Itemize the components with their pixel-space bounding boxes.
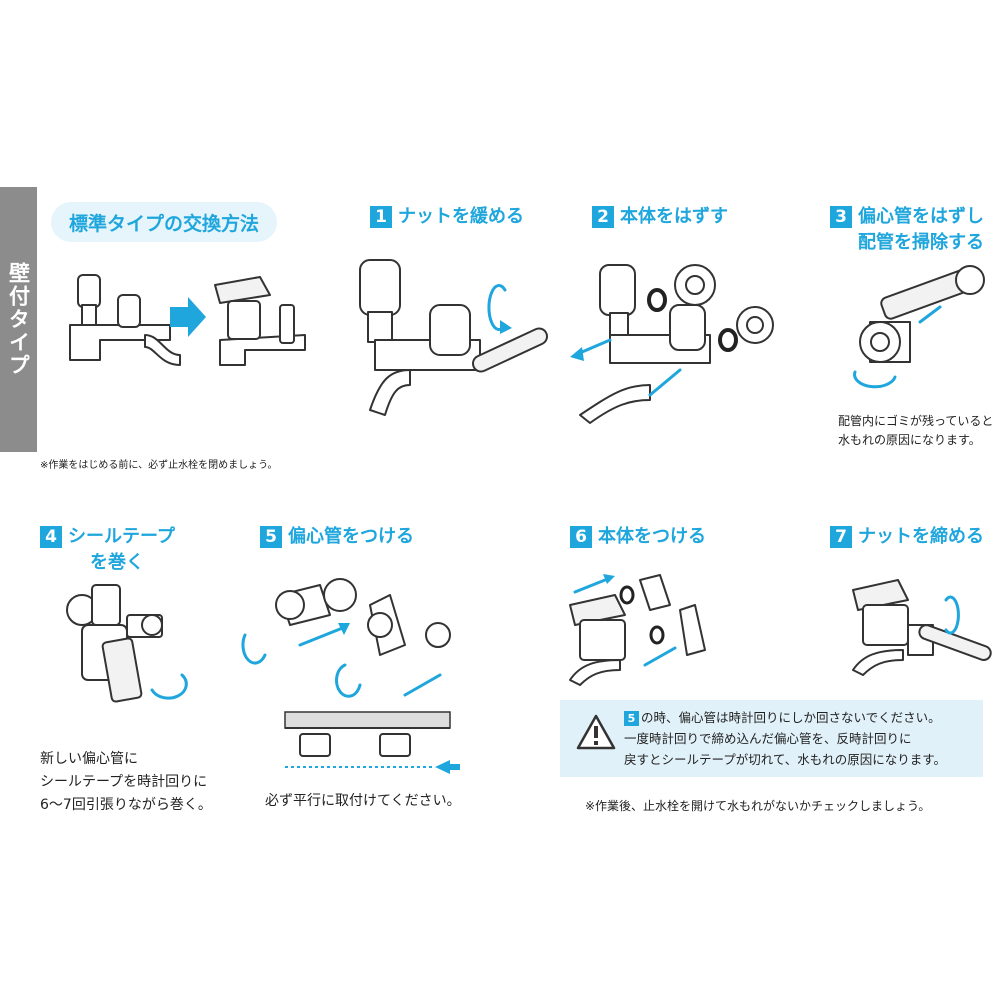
step-6-heading: 6 本体をつける [570,524,706,550]
warning-step-ref: 5 [624,711,639,726]
step-7-heading: 7 ナットを締める [830,524,984,550]
intro-title-pill: 標準タイプの交換方法 [51,202,277,242]
side-tab-label: 壁付タイプ [6,262,31,377]
warning-line2: 一度時計回りで締め込んだ偏心管を、反時計回りに [624,731,912,746]
step-7-illustration [852,579,992,676]
rotate-icon [487,284,507,331]
step-7-title: ナットを締める [858,526,984,547]
step-6-illustration [569,574,706,686]
step-4-title-line2: を巻く [90,552,144,573]
step-4-title: シールテープ [68,526,175,547]
arrow-icon [170,297,206,337]
seal-tape-icon [101,637,143,703]
step-2-illustration [570,264,774,424]
intro-illustration [69,274,306,366]
step-2-heading: 2 本体をはずす [592,204,728,230]
step-1-illustration [359,259,549,416]
warning-icon [576,714,616,750]
step-2-number: 2 [592,206,614,228]
step-4-text-line1: 新しい偏心管に [40,751,138,767]
step-4-text-line3: 6〜7回引張りながら巻く。 [40,797,212,813]
parallel-diagram [284,711,460,774]
step-1-number: 1 [370,206,392,228]
step-7-number: 7 [830,526,852,548]
step-3-note-line1: 配管内にゴミが残っていると [838,414,994,428]
step-5-number: 5 [260,526,282,548]
after-work-note: ※作業後、止水栓を開けて水もれがないかチェックしましょう。 [585,799,931,813]
step-4-text-line2: シールテープを時計回りに [40,774,208,790]
arrow-icon [603,574,615,584]
rotate-icon [150,673,188,700]
step-3-heading: 3 偏心管をはずし 配管を掃除する [830,204,984,256]
step-3-title-line2: 配管を掃除する [858,232,984,253]
step-5-caption: 必ず平行に取付けてください。 [265,793,461,809]
step-6-title: 本体をつける [598,526,706,547]
step-3-note-line2: 水もれの原因になります。 [838,433,981,447]
warning-line3: 戻すとシールテープが切れて、水もれの原因になります。 [624,752,947,767]
step-3-number: 3 [830,206,852,228]
step-2-title: 本体をはずす [620,206,728,227]
rotate-icon [944,595,960,635]
step-4-illustration [66,584,188,703]
arrow-icon [435,760,460,774]
step-6-number: 6 [570,526,592,548]
rotate-icon [241,633,267,665]
before-work-note: ※作業をはじめる前に、必ず止水栓を閉めましょう。 [40,460,278,471]
intro-title: 標準タイプの交換方法 [68,212,259,235]
side-tab: 壁付タイプ [0,187,37,452]
arrow-icon [338,623,350,635]
step-4-text: 新しい偏心管に シールテープを時計回りに 6〜7回引張りながら巻く。 [40,748,212,817]
step-4-heading: 4 シールテープ を巻く [40,524,175,576]
rotate-icon [853,370,897,389]
step-5-heading: 5 偏心管をつける [260,524,414,550]
step-3-title: 偏心管をはずし [858,206,984,227]
step-5-illustration [241,578,451,698]
step-3-illustration [853,265,985,389]
step-4-number: 4 [40,526,62,548]
step-5-title: 偏心管をつける [288,526,414,547]
step-3-note: 配管内にゴミが残っていると 水もれの原因になります。 [838,412,993,450]
step-1-heading: 1 ナットを緩める [370,204,524,230]
step-1-title: ナットを緩める [398,206,524,227]
arrow-icon [570,347,584,361]
wrench-icon [918,624,992,661]
wrench-icon [471,327,549,373]
